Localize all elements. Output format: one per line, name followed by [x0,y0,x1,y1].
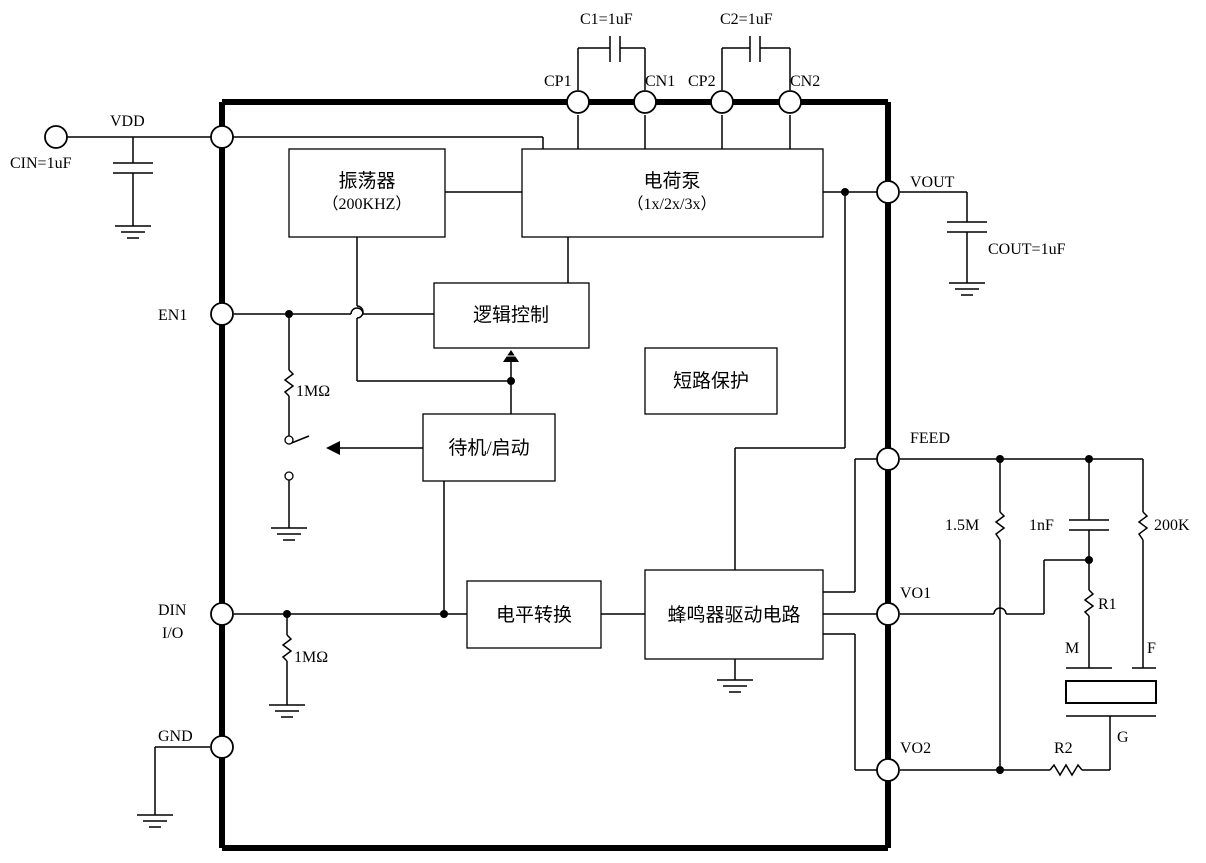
label-r2: R2 [1054,740,1073,757]
charge-pump-modes: （1x/2x/3x） [628,195,717,213]
label-vout: VOUT [910,174,955,191]
short-protect-block: 短路保护 [644,347,778,415]
label-gnd: GND [158,728,193,745]
switch-contact-bottom [284,471,294,481]
pin-vout [876,180,900,204]
label-din-resistor: 1MΩ [294,649,328,666]
label-vo2: VO2 [900,740,931,757]
label-en1-resistor: 1MΩ [296,383,330,400]
pin-en1 [210,302,234,326]
label-cout: COUT=1uF [988,241,1066,258]
buzzer-driver-label: 蜂鸣器驱动电路 [667,604,800,626]
ground-symbol-din [268,704,306,718]
pin-feed [876,447,900,471]
arrow-icon [326,441,340,455]
label-c1: C1=1uF [580,11,633,28]
label-cp2: CP2 [688,73,716,90]
oscillator-block: 振荡器 （200KHZ） [288,148,446,238]
oscillator-label: 振荡器 [338,170,395,192]
buzzer-element [1065,667,1157,717]
pin-vdd [210,125,234,149]
ground-symbol-driver [716,679,754,693]
label-c2: C2=1uF [720,11,773,28]
pin-cn1 [633,90,657,114]
labels: VDD CIN=1uF EN1 DIN I/O GND CP1 CN1 CP2 … [10,11,1190,757]
label-r1: R1 [1098,596,1117,613]
pin-cp2 [710,90,734,114]
short-protect-label: 短路保护 [673,370,749,392]
level-shift-label: 电平转换 [496,604,572,626]
chip-outline [219,99,891,851]
label-c-feed: 1nF [1029,517,1054,534]
label-cp1: CP1 [544,73,572,90]
pin-cp1 [566,90,590,114]
pin-cin [44,125,68,149]
label-cn1: CN1 [645,73,675,90]
charge-pump-block: 电荷泵 （1x/2x/3x） [521,148,824,238]
label-r-200k: 200K [1154,517,1190,534]
logic-block: 逻辑控制 [433,282,590,349]
switch-contact-top [284,435,294,445]
junction-dots [283,188,1093,774]
ground-symbol-cout [948,282,986,296]
label-cin: CIN=1uF [10,155,72,172]
charge-pump-label: 电荷泵 [643,170,700,192]
pin-gnd [210,735,234,759]
ground-symbol-en1 [270,527,308,541]
standby-label: 待机/启动 [448,437,529,459]
wires [67,36,1149,815]
label-buzzer-g: G [1117,729,1129,746]
label-buzzer-m: M [1065,640,1079,657]
pin-vo2 [876,758,900,782]
ground-symbol-gnd [136,814,174,828]
level-shift-block: 电平转换 [466,580,602,649]
label-feed: FEED [910,430,950,447]
label-vo1: VO1 [900,585,931,602]
label-buzzer-f: F [1147,640,1156,657]
buzzer-driver-block: 蜂鸣器驱动电路 [644,569,824,660]
label-io: I/O [162,625,183,642]
label-din: DIN [158,602,187,619]
pin-circles [44,90,900,782]
label-r-feed: 1.5M [945,517,979,534]
ground-symbol-cin [114,225,152,239]
pin-cn2 [778,90,802,114]
oscillator-frequency: （200KHZ） [323,195,412,213]
label-vdd: VDD [110,113,145,130]
label-en1: EN1 [158,307,187,324]
label-cn2: CN2 [790,73,820,90]
standby-block: 待机/启动 [422,413,556,482]
pin-vo1 [876,602,900,626]
pin-din [210,602,234,626]
logic-label: 逻辑控制 [473,304,549,326]
